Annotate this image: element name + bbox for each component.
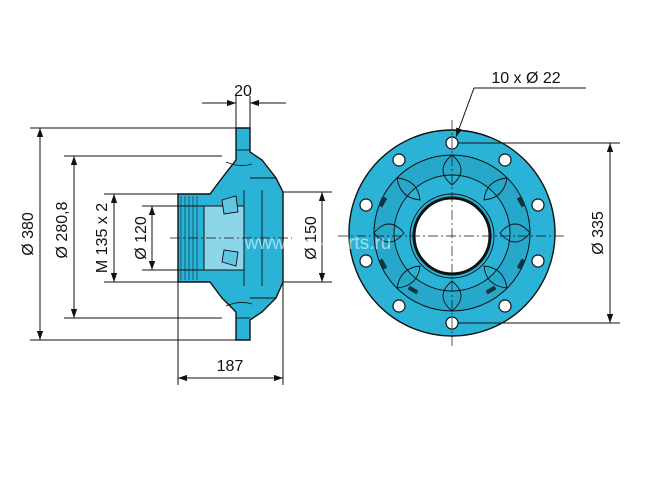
bolt-hole <box>359 254 373 268</box>
dim-outer-diameter: Ø 380 <box>20 212 37 256</box>
bolt-hole <box>392 299 406 313</box>
bearing-rollers <box>221 195 239 267</box>
bolt-holes <box>359 136 545 330</box>
hub-ribs <box>373 154 531 312</box>
hub-side-view <box>170 127 292 341</box>
dim-length: 187 <box>217 358 244 375</box>
dim-diameter-280: Ø 280,8 <box>54 201 71 258</box>
bolt-hole <box>498 299 512 313</box>
dim-flange-thickness: 20 <box>234 83 252 100</box>
dim-diameter-120: Ø 120 <box>133 216 150 260</box>
dim-thread: M 135 x 2 <box>94 203 111 273</box>
bolt-hole <box>531 198 545 212</box>
stud-marks <box>378 196 526 295</box>
bolt-hole <box>498 153 512 167</box>
dim-bolt-circle: Ø 335 <box>590 211 607 255</box>
dim-diameter-150: Ø 150 <box>303 216 320 260</box>
hub-front-view <box>338 120 566 348</box>
bolt-hole <box>359 198 373 212</box>
bolt-hole <box>392 153 406 167</box>
front-view-dimensions: 10 x Ø 22 Ø 335 <box>455 70 620 324</box>
side-view-dimensions: 20 Ø 380 Ø 280,8 M 135 x 2 Ø 120 Ø 150 1… <box>20 83 332 385</box>
bolt-hole <box>531 254 545 268</box>
watermark: www.stat-parts.ru <box>244 233 392 254</box>
dim-bolt-holes: 10 x Ø 22 <box>491 70 560 87</box>
